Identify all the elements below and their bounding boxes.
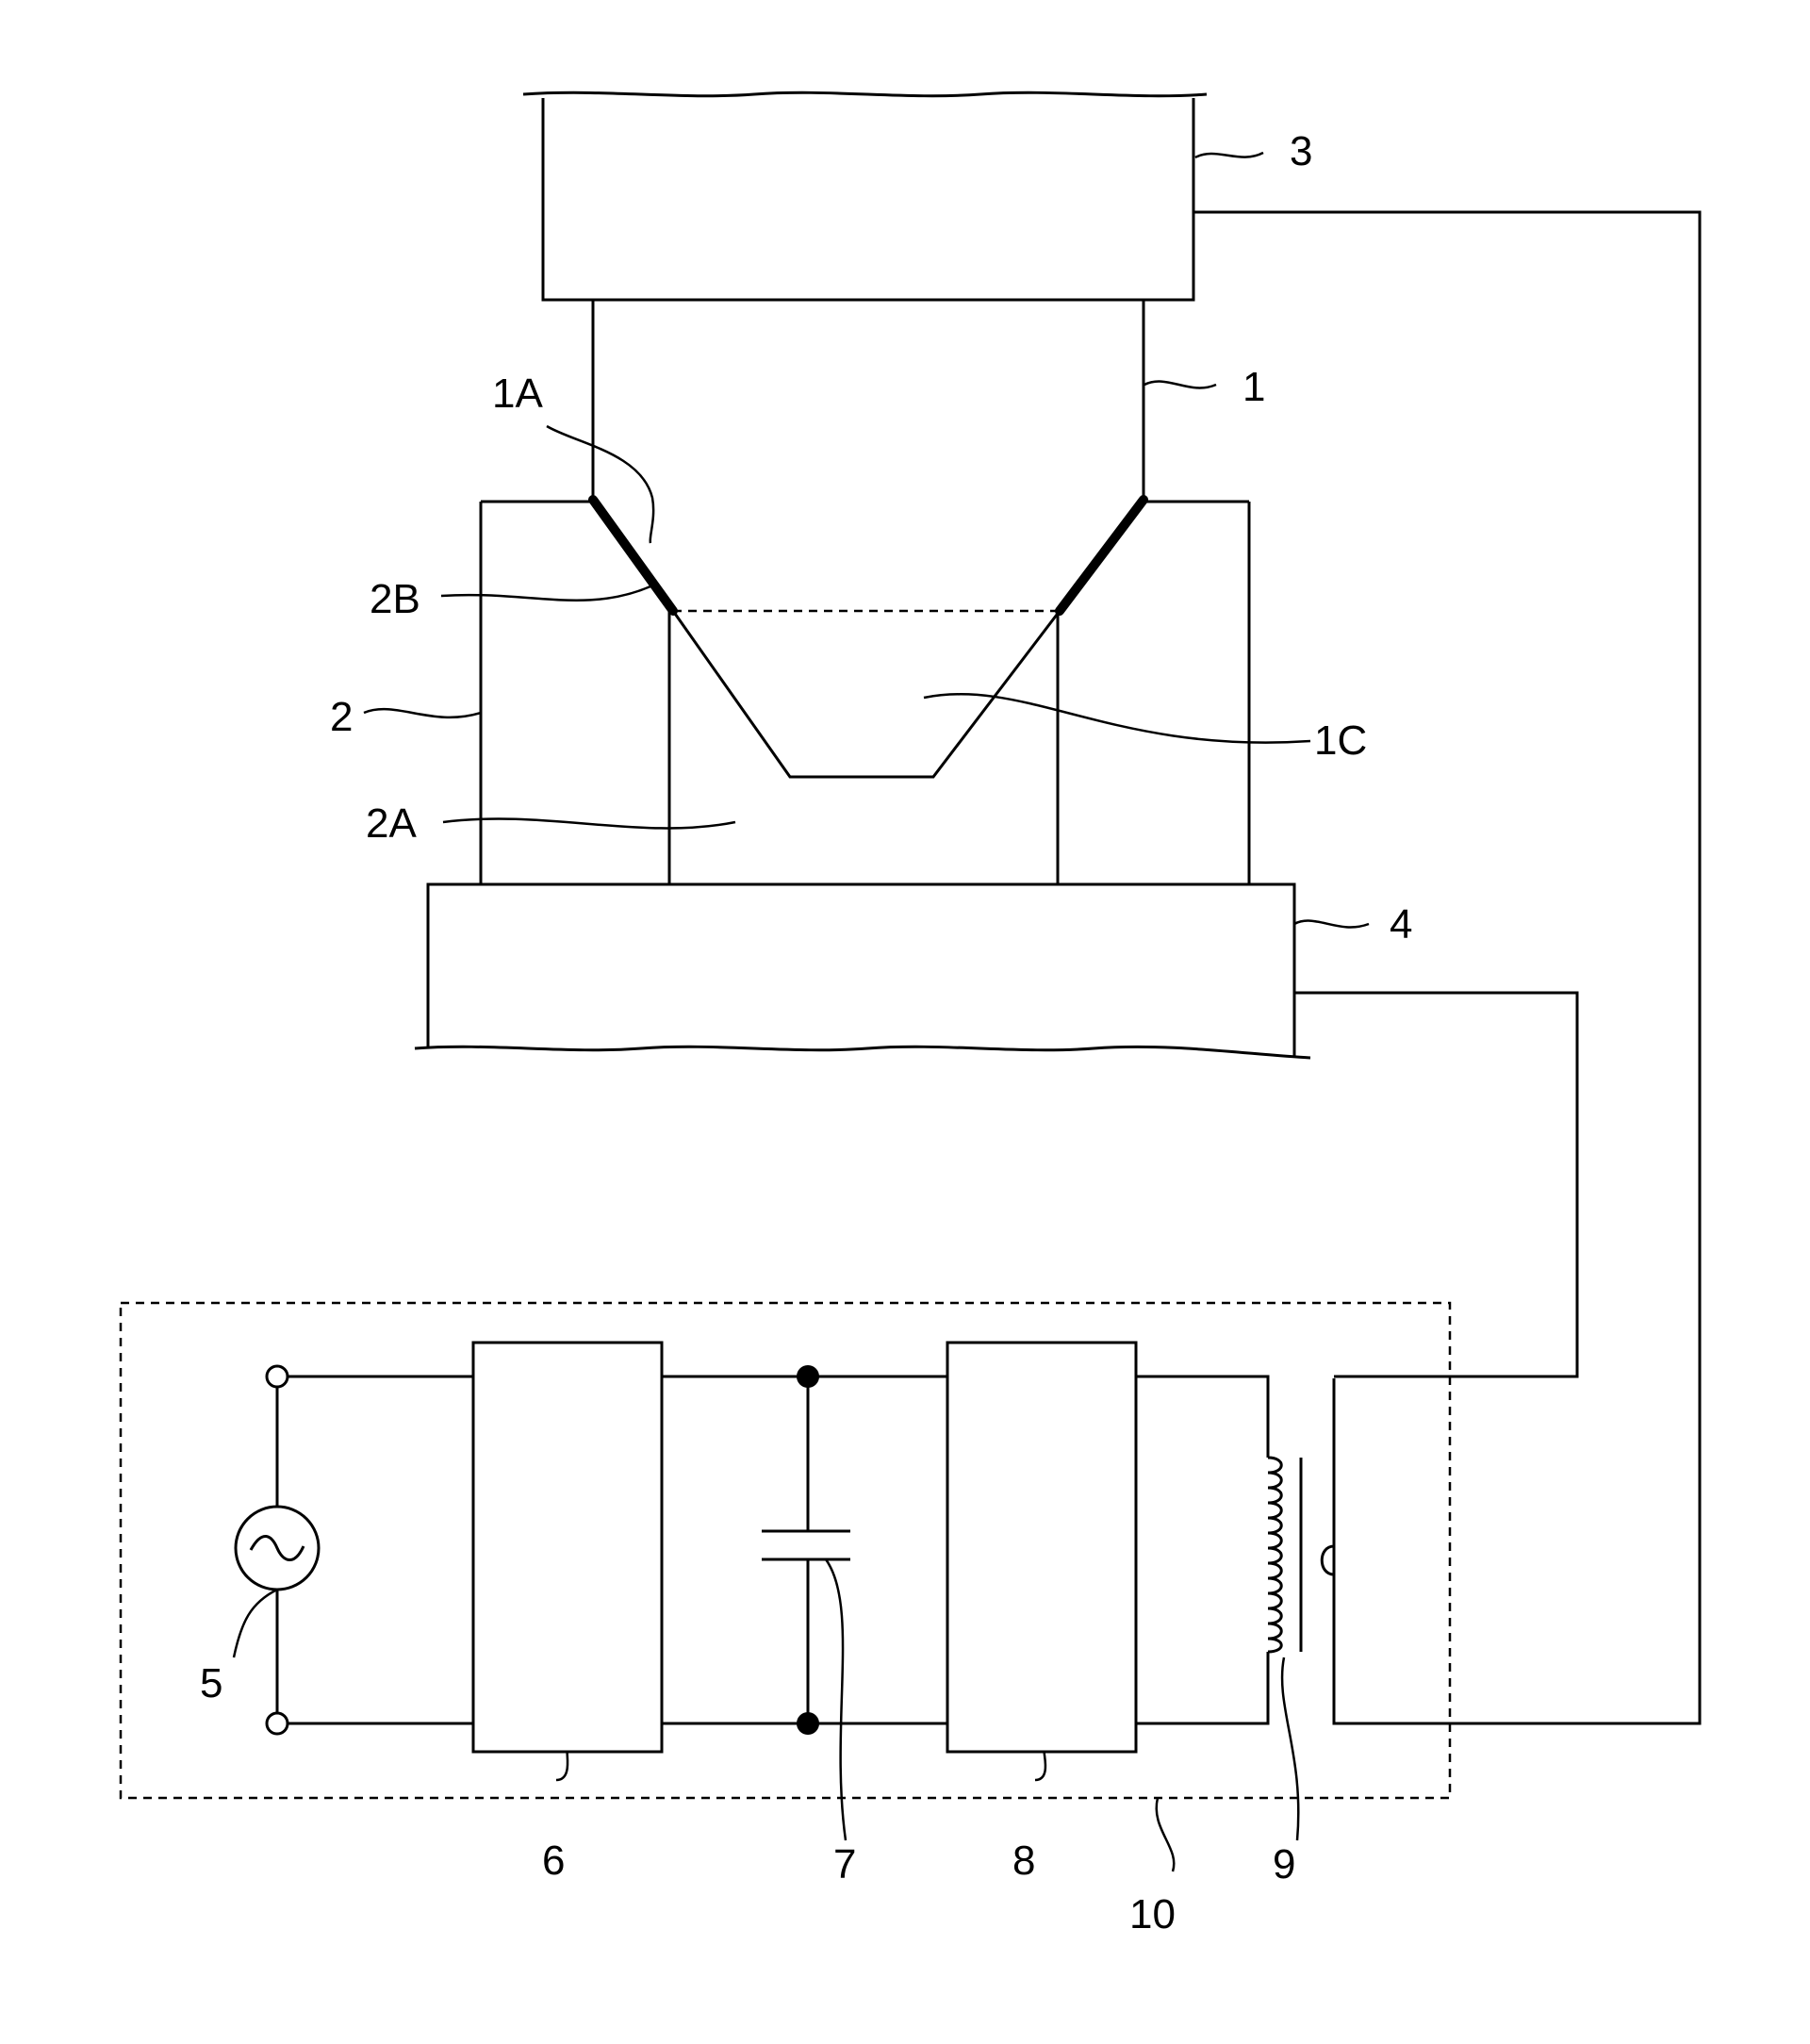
label-bore: 2A <box>366 800 417 847</box>
label-power-unit: 10 <box>1129 1891 1176 1937</box>
rectifier-block <box>473 1343 662 1752</box>
label-workpiece-upper: 1 <box>1242 364 1265 410</box>
capacitor <box>762 1365 850 1735</box>
label-capacitor: 7 <box>833 1841 856 1887</box>
label-upper-contact: 1A <box>492 371 543 417</box>
terminal-bottom <box>267 1713 288 1734</box>
lower-workpiece <box>481 502 1249 884</box>
label-workpiece-lower: 2 <box>330 694 353 740</box>
upper-workpiece <box>593 300 1144 777</box>
lower-electrode <box>415 884 1310 1058</box>
label-rectifier: 6 <box>542 1838 565 1884</box>
terminal-top <box>267 1366 288 1387</box>
inverter-block <box>947 1343 1136 1752</box>
left-contact-surface <box>593 500 673 611</box>
wire-lower-electrode <box>1294 993 1577 1376</box>
label-lower-contact: 2B <box>370 576 420 622</box>
label-inverter: 8 <box>1012 1838 1035 1884</box>
wire-upper-electrode <box>1193 212 1700 1723</box>
upper-electrode <box>523 92 1207 300</box>
label-electrode-lower: 4 <box>1390 901 1412 948</box>
label-electrode-upper: 3 <box>1290 128 1312 174</box>
right-contact-surface <box>1060 500 1144 611</box>
label-ac-source: 5 <box>200 1660 222 1706</box>
label-transformer: 9 <box>1273 1841 1295 1887</box>
transformer <box>1268 1378 1334 1723</box>
ac-source <box>236 1366 319 1734</box>
label-protrusion: 1C <box>1314 717 1367 764</box>
